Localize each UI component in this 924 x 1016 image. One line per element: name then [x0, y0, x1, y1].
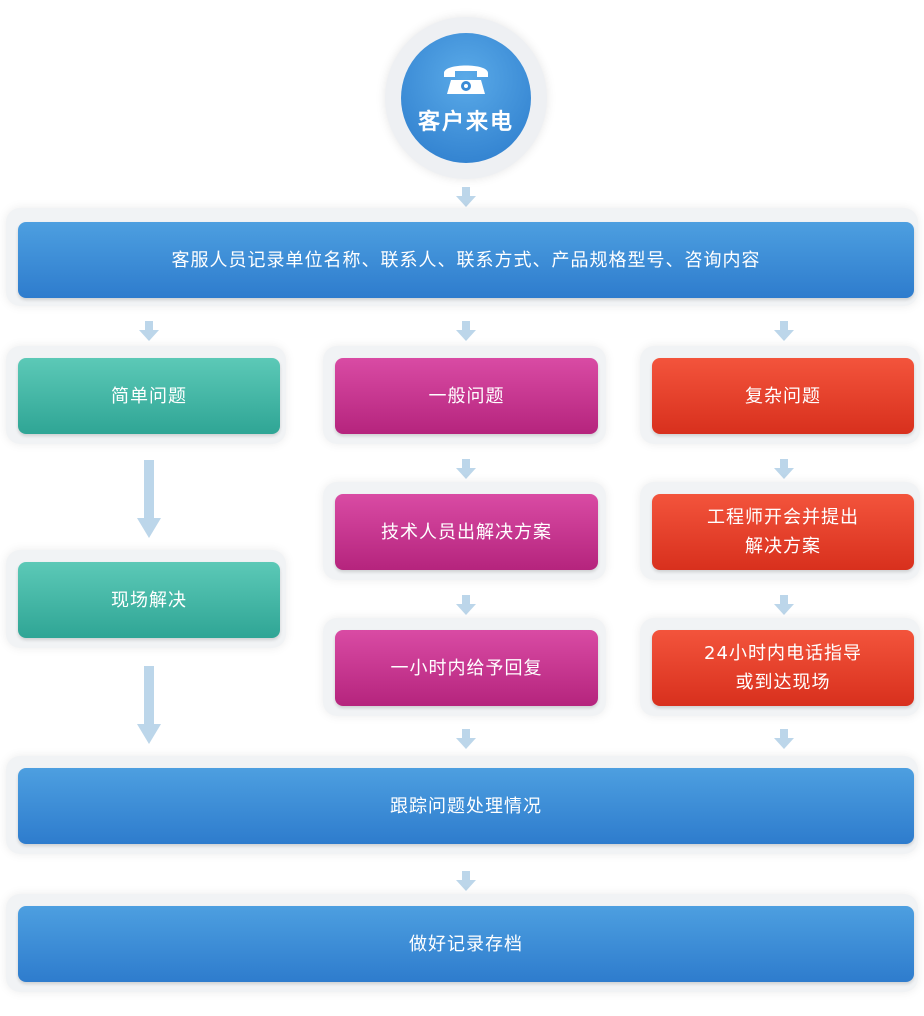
arrow-down-icon [773, 728, 795, 750]
general-problem-label: 一般问题 [428, 385, 505, 407]
record-step-label: 客服人员记录单位名称、联系人、联系方式、产品规格型号、咨询内容 [171, 249, 761, 271]
arrow-down-icon [455, 458, 477, 480]
archive-step-label: 做好记录存档 [409, 933, 523, 955]
start-node-label: 客户来电 [417, 110, 514, 135]
complex-problem-label: 复杂问题 [745, 385, 821, 407]
engineer-meeting-box: 工程师开会并提出 解决方案 [652, 494, 914, 570]
arrow-down-icon [773, 594, 795, 616]
complex-problem-box: 复杂问题 [652, 358, 914, 434]
tech-solution-label: 技术人员出解决方案 [381, 521, 552, 543]
arrow-down-icon [773, 320, 795, 342]
arrow-down-icon [455, 186, 477, 208]
archive-step-box: 做好记录存档 [18, 906, 914, 982]
simple-problem-label: 简单问题 [111, 385, 187, 407]
long-arrow-down-icon [137, 460, 161, 538]
general-problem-box: 一般问题 [335, 358, 598, 434]
track-step-box: 跟踪问题处理情况 [18, 768, 914, 844]
arrow-down-icon [455, 870, 477, 892]
simple-problem-box: 简单问题 [18, 358, 280, 434]
track-step-label: 跟踪问题处理情况 [390, 795, 542, 817]
record-step-box: 客服人员记录单位名称、联系人、联系方式、产品规格型号、咨询内容 [18, 222, 914, 298]
one-hour-reply-label: 一小时内给予回复 [390, 657, 543, 679]
arrow-down-icon [455, 594, 477, 616]
arrow-down-icon [138, 320, 160, 342]
one-hour-reply-box: 一小时内给予回复 [335, 630, 598, 706]
onsite-solve-box: 现场解决 [18, 562, 280, 638]
arrow-down-icon [455, 728, 477, 750]
long-arrow-down-icon [137, 666, 161, 744]
tech-solution-box: 技术人员出解决方案 [335, 494, 598, 570]
engineer-meeting-label: 工程师开会并提出 解决方案 [707, 507, 859, 557]
start-node: 客户来电 [401, 33, 531, 163]
phone-guidance-box: 24小时内电话指导 或到达现场 [652, 630, 914, 706]
arrow-down-icon [773, 458, 795, 480]
telephone-icon [441, 60, 491, 100]
arrow-down-icon [455, 320, 477, 342]
phone-guidance-label: 24小时内电话指导 或到达现场 [704, 643, 862, 693]
onsite-solve-label: 现场解决 [111, 589, 187, 611]
